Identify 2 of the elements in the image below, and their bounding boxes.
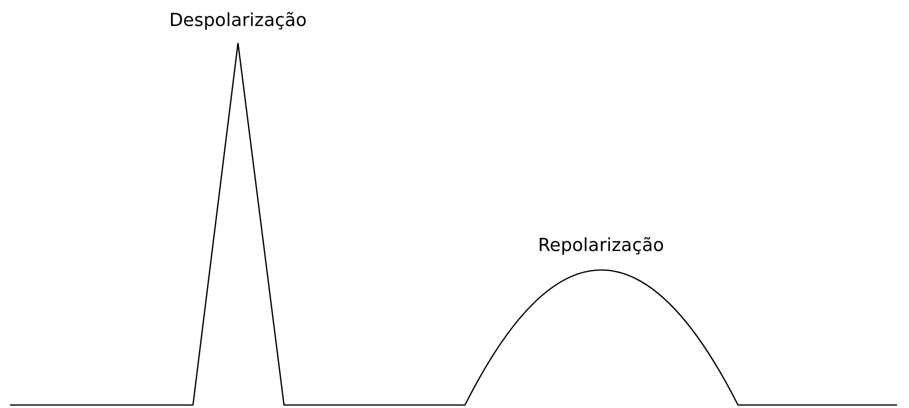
wave-label: Despolarização [169, 10, 307, 32]
wave-label: Repolarização [538, 235, 664, 257]
